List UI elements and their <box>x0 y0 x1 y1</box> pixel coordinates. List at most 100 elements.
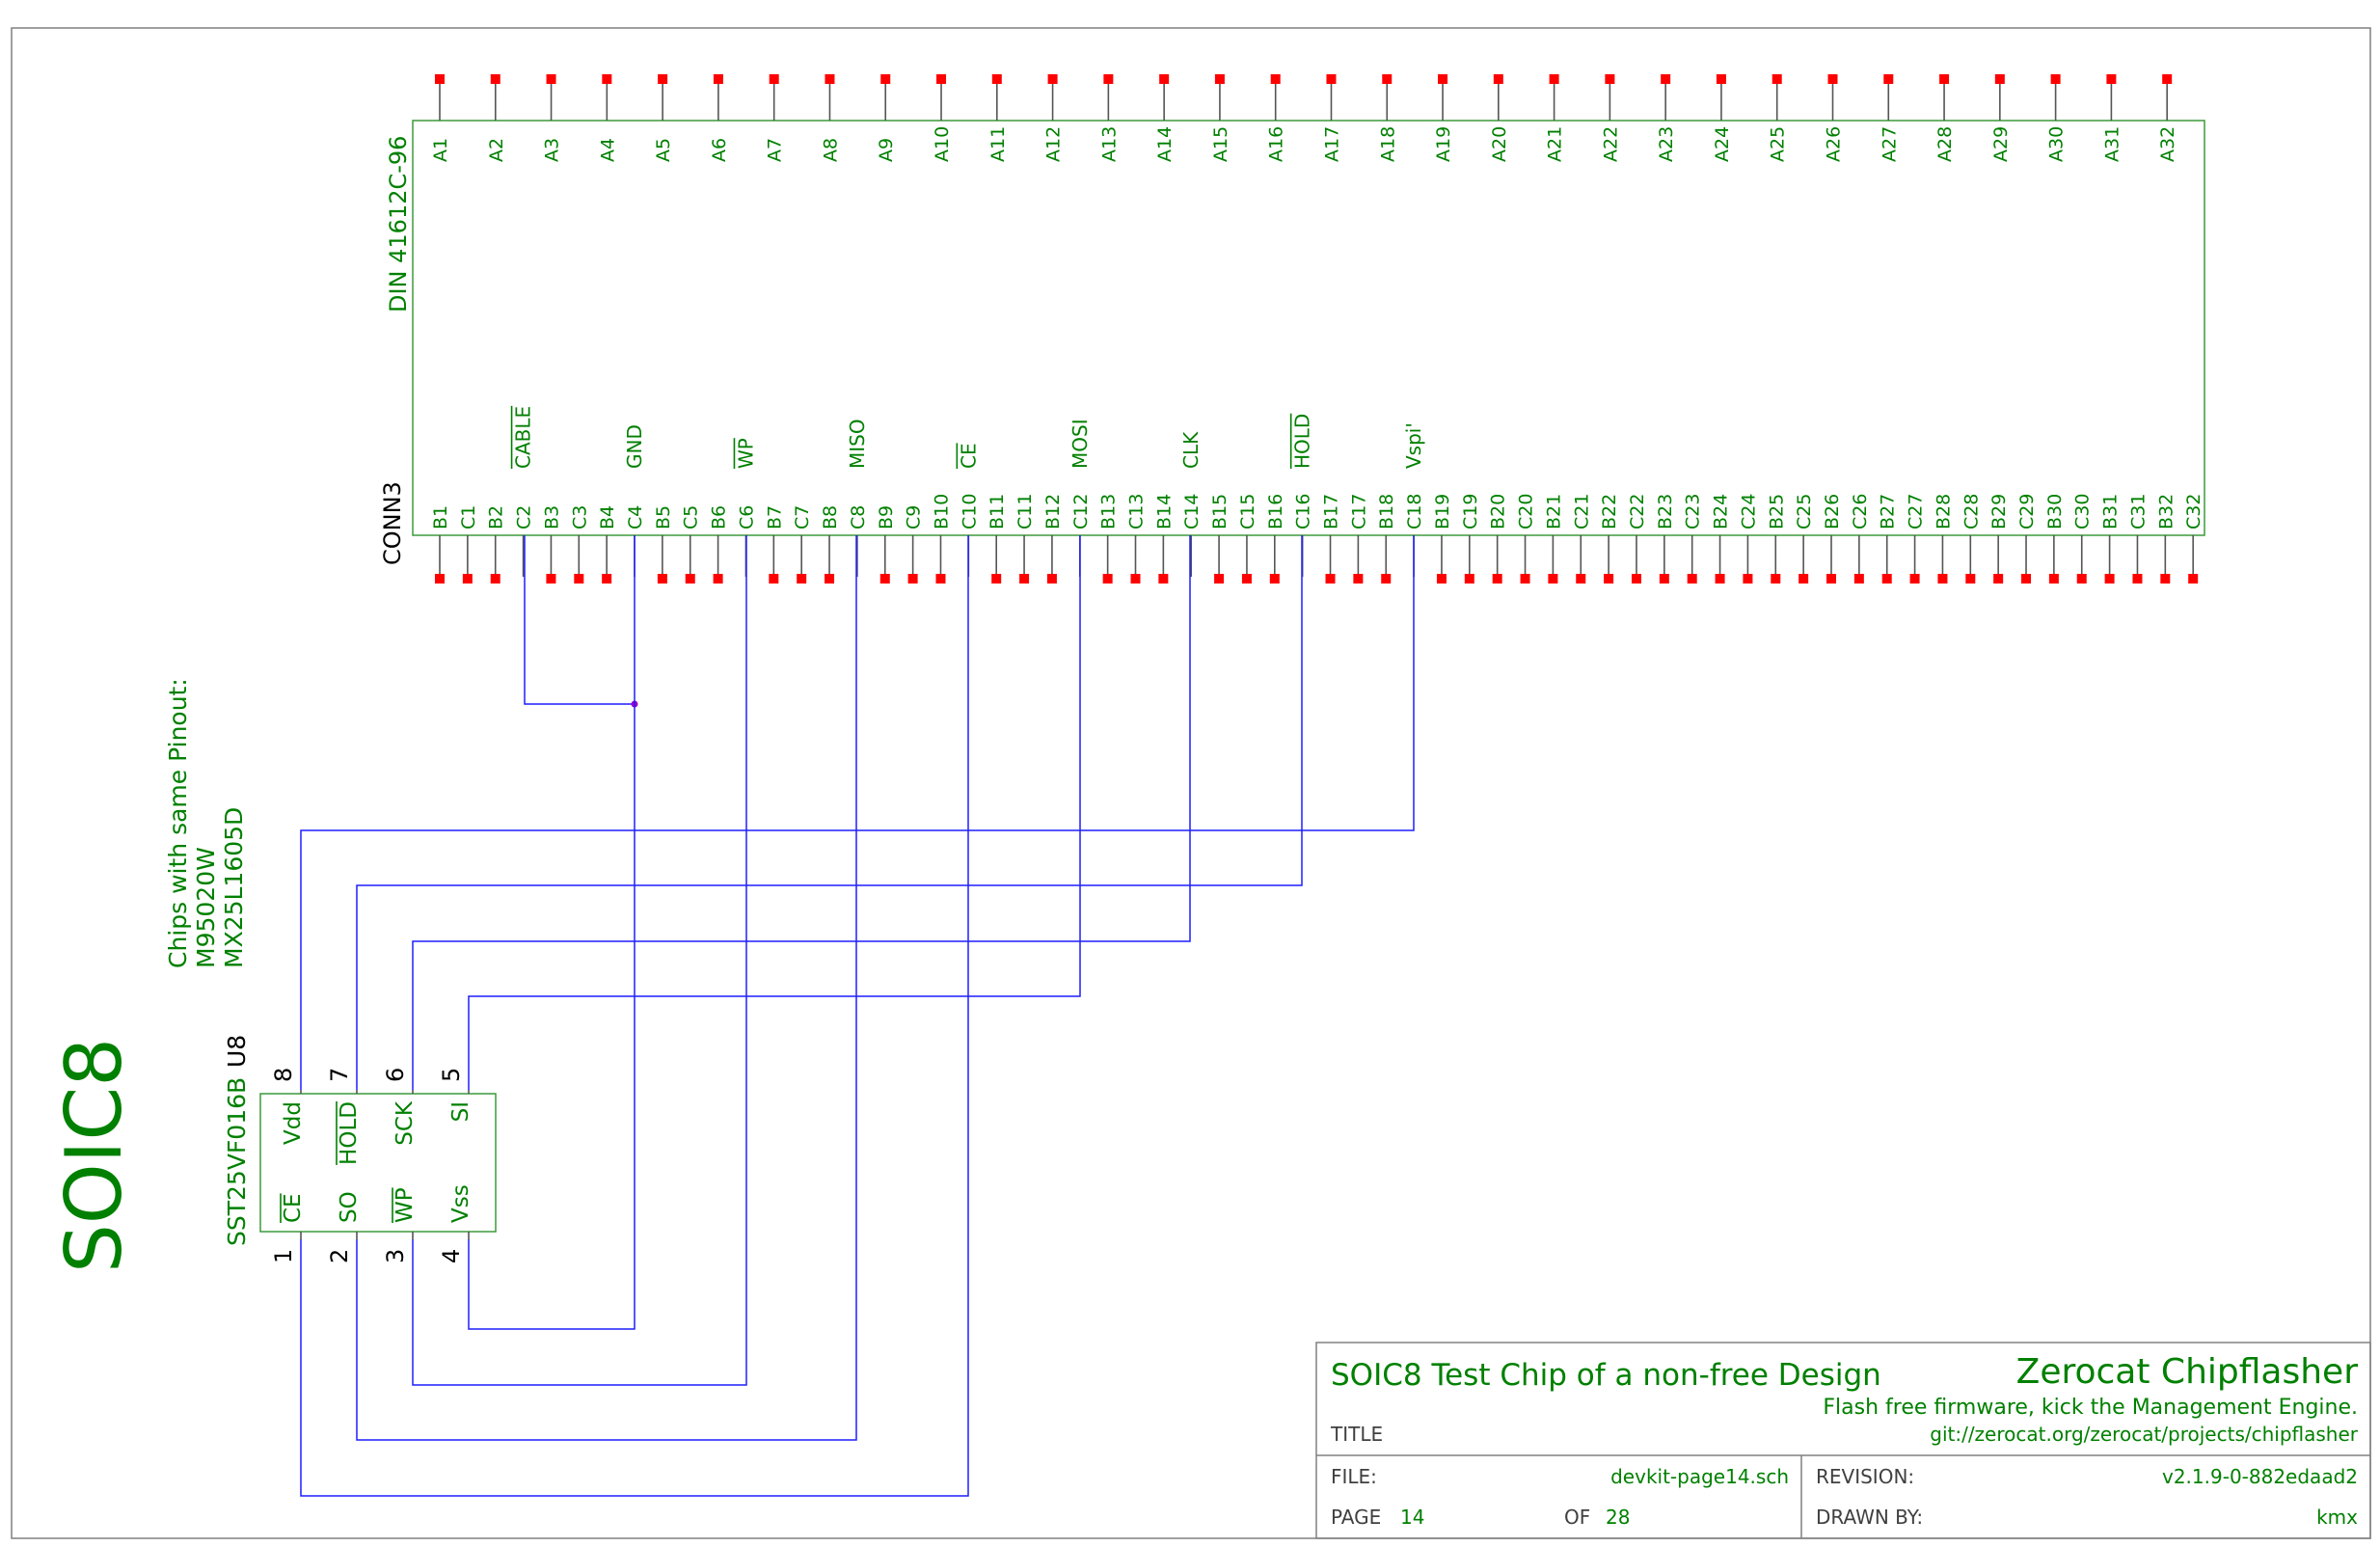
net-label: CABLE <box>512 406 535 469</box>
net-label: WP <box>734 438 757 469</box>
page-label: PAGE <box>1331 1506 1381 1529</box>
connector-pin-label: B10 <box>931 494 952 529</box>
connector-pin-label: B21 <box>1543 494 1564 529</box>
pin-end-marker <box>1214 74 1225 84</box>
pin-end-marker <box>1326 74 1337 84</box>
chip-body <box>259 1093 497 1233</box>
connector-pin-label: C31 <box>2127 494 2149 529</box>
pin-end-marker <box>602 574 612 584</box>
pin-end-marker <box>769 74 779 84</box>
pin-end-marker <box>1604 574 1614 584</box>
connector-pin-label: C20 <box>1516 494 1537 529</box>
wire-vdd <box>300 535 1415 1090</box>
pin-end-marker <box>2162 74 2173 84</box>
connector-value: DIN 41612C-96 <box>385 136 412 312</box>
connector-pin-label: A1 <box>430 138 451 162</box>
chip-pin-name: SCK <box>392 1100 418 1146</box>
sheet-border <box>11 27 2371 1539</box>
connector-pin-label: A13 <box>1098 126 1120 162</box>
connector-pin-label: C24 <box>1738 494 1759 529</box>
pin-end-marker <box>1687 574 1697 584</box>
connector-pin-label: C21 <box>1571 494 1592 529</box>
net-label: GND <box>623 424 646 469</box>
pin-end-marker <box>713 74 723 84</box>
connector-pin-label: A17 <box>1321 126 1342 162</box>
connector-pin-label: C1 <box>458 505 479 529</box>
connector-pin-label: A30 <box>2046 126 2068 162</box>
connector-pin-label: A28 <box>1934 126 1956 162</box>
connector-pin-label: B30 <box>2044 494 2066 529</box>
connector-pin-label: C3 <box>569 505 590 529</box>
connector-pin-label: B31 <box>2100 494 2122 529</box>
chip-pin-number: 8 <box>270 1068 297 1082</box>
pin-end-marker <box>435 574 445 584</box>
pin-end-marker <box>1464 574 1474 584</box>
pin-end-marker <box>797 574 807 584</box>
pin-end-marker <box>1493 74 1503 84</box>
connector-pin-label: A3 <box>542 138 563 162</box>
pin-end-marker <box>462 574 473 584</box>
connector-pin-label: C7 <box>792 505 813 529</box>
connector-pin-label: C26 <box>1850 494 1871 529</box>
connector-pin-label: C12 <box>1070 494 1092 529</box>
connector-pin-label: B16 <box>1265 494 1286 529</box>
connector-pin-label: B23 <box>1655 494 1676 529</box>
pin-end-marker <box>1605 74 1615 84</box>
pin-end-marker <box>574 574 584 584</box>
pin-end-marker <box>991 574 1002 584</box>
connector-pin-label: C6 <box>736 505 757 529</box>
note-line-3: MX25L1605D <box>220 807 248 968</box>
file-label: FILE: <box>1331 1465 1377 1488</box>
pin-end-marker <box>1939 74 1950 84</box>
pin-end-marker <box>936 74 947 84</box>
connector-pin-label: A20 <box>1489 126 1510 162</box>
connector-pin-label: C13 <box>1126 494 1148 529</box>
pin-end-marker <box>2132 574 2143 584</box>
chip-pin-name: HOLD <box>337 1101 362 1165</box>
pin-end-marker <box>490 574 500 584</box>
connector-pin-label: A8 <box>820 138 841 162</box>
connector-pin-label: B12 <box>1042 494 1064 529</box>
note-line-1: Chips with same Pinout: <box>164 678 192 968</box>
pin-end-marker <box>657 574 667 584</box>
connector-pin-label: A6 <box>709 138 730 162</box>
soic8-chip: U8 SST25VF016B 8Vdd7HOLD6SCK5SI1CE2SO3WP… <box>223 1035 497 1263</box>
drawn-by-label: DRAWN BY: <box>1816 1506 1923 1529</box>
page-count: 28 <box>1606 1506 1630 1529</box>
connector-pin-label: A26 <box>1824 126 1845 162</box>
connector-pin-label: B9 <box>876 505 897 529</box>
connector-pin-label: C25 <box>1794 494 1815 529</box>
pin-end-marker <box>1937 574 1948 584</box>
connector-pin-label: A12 <box>1043 126 1065 162</box>
chip-pin-name: WP <box>392 1187 418 1223</box>
pin-end-marker <box>1269 574 1280 584</box>
pin-end-marker <box>1661 74 1671 84</box>
chip-pin-number: 1 <box>270 1249 297 1263</box>
drawn-by-value: kmx <box>2316 1506 2358 1529</box>
pin-end-marker <box>546 74 556 84</box>
pin-end-marker <box>435 74 445 84</box>
pin-end-marker <box>2160 574 2171 584</box>
connector-pin-label: B22 <box>1599 494 1620 529</box>
wire-hold <box>356 535 1303 1090</box>
file-name: devkit-page14.sch <box>1610 1465 1789 1488</box>
pin-end-marker <box>2104 574 2115 584</box>
pin-end-marker <box>935 574 946 584</box>
connector-ref: CONN3 <box>379 481 406 565</box>
chip-pin-name: CE <box>281 1193 306 1223</box>
connector-pin-label: C14 <box>1181 494 1203 529</box>
chip-pin-number: 3 <box>382 1249 409 1263</box>
chip-pin-number: 4 <box>438 1249 465 1263</box>
pin-end-marker <box>1909 574 1920 584</box>
sheet-title: SOIC8 Test Chip of a non-free Design <box>1331 1358 1881 1393</box>
connector-pin-label: A25 <box>1768 126 1789 162</box>
pin-end-marker <box>1436 574 1447 584</box>
title-block: SOIC8 Test Chip of a non-free Design Zer… <box>1315 1342 2371 1539</box>
comment-2: git://zerocat.org/zerocat/projects/chipf… <box>1930 1423 2359 1446</box>
pin-end-marker <box>2188 574 2199 584</box>
pin-end-marker <box>1102 574 1113 584</box>
pin-end-marker <box>1716 74 1726 84</box>
